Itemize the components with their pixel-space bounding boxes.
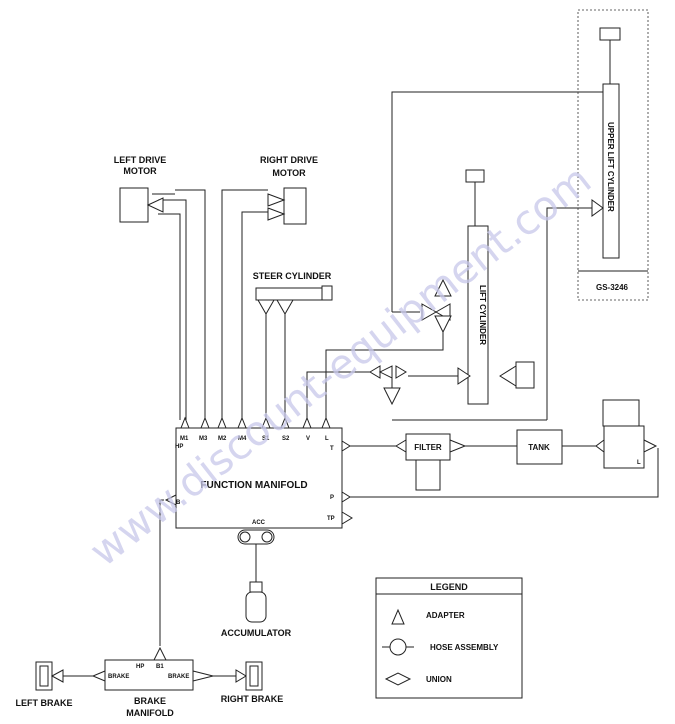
adapter-icon bbox=[421, 303, 438, 321]
svg-text:MOTOR: MOTOR bbox=[272, 168, 306, 178]
adapter-icon bbox=[276, 299, 294, 316]
port-tp: TP bbox=[327, 516, 335, 522]
adapter-icon bbox=[341, 440, 351, 452]
adapter-icon bbox=[341, 511, 353, 525]
right-brake: RIGHT BRAKE bbox=[221, 661, 284, 704]
adapter-icon bbox=[321, 416, 331, 429]
left-brake: LEFT BRAKE bbox=[16, 661, 73, 708]
adapter-icon bbox=[591, 199, 604, 217]
port-acc: ACC bbox=[252, 520, 266, 526]
adapter-icon bbox=[257, 299, 275, 316]
adapter-icon bbox=[643, 439, 658, 453]
adapter-icon bbox=[434, 278, 452, 297]
legend-item-adapter: ADAPTER bbox=[426, 611, 465, 620]
port-brake-right: BRAKE bbox=[168, 674, 189, 680]
port-s2: S2 bbox=[282, 436, 290, 442]
legend-item-union: UNION bbox=[426, 675, 452, 684]
port-hp-brake: HP bbox=[136, 664, 144, 670]
union-icon bbox=[378, 365, 393, 379]
accumulator-label: ACCUMULATOR bbox=[221, 628, 292, 638]
left-brake-label: LEFT BRAKE bbox=[16, 698, 73, 708]
adapter-icon bbox=[457, 367, 471, 385]
port-brake-left: BRAKE bbox=[108, 674, 129, 680]
left-drive-motor: LEFT DRIVE MOTOR bbox=[114, 155, 175, 223]
port-m4: M4 bbox=[238, 436, 247, 442]
brake-manifold-label: BRAKE bbox=[134, 696, 166, 706]
svg-text:MOTOR: MOTOR bbox=[123, 166, 157, 176]
upper-lift-cylinder: UPPER LIFT CYLINDER GS-3246 bbox=[577, 9, 649, 301]
legend-title: LEGEND bbox=[430, 582, 468, 592]
union-icon bbox=[499, 365, 517, 387]
adapter-icon bbox=[217, 416, 227, 429]
adapter-icon bbox=[237, 416, 247, 429]
adapter-icon bbox=[153, 646, 167, 661]
adapter-icon bbox=[395, 365, 407, 379]
function-manifold: FUNCTION MANIFOLD M1 HP M3 M2 M4 S1 S2 V… bbox=[164, 416, 353, 529]
adapter-icon bbox=[267, 207, 286, 221]
adapter-icon bbox=[302, 416, 312, 429]
filter-label: FILTER bbox=[414, 443, 442, 452]
adapter-icon bbox=[164, 494, 177, 506]
tank-label: TANK bbox=[528, 443, 550, 452]
adapter-icon bbox=[434, 315, 452, 334]
adapter-icon bbox=[595, 439, 605, 453]
port-s1: S1 bbox=[262, 436, 270, 442]
hose-lines bbox=[63, 91, 659, 677]
accumulator: ACCUMULATOR bbox=[221, 529, 292, 638]
port-p: P bbox=[330, 495, 334, 501]
adapter-icon bbox=[449, 439, 467, 453]
valve-group bbox=[369, 365, 407, 406]
right-brake-label: RIGHT BRAKE bbox=[221, 694, 284, 704]
right-drive-motor: RIGHT DRIVE MOTOR bbox=[260, 155, 318, 225]
hose-assembly-icon bbox=[389, 638, 407, 656]
adapter-icon bbox=[50, 669, 64, 683]
adapter-icon bbox=[383, 387, 401, 406]
port-m1: M1 bbox=[180, 436, 189, 442]
filter: FILTER bbox=[395, 433, 467, 491]
steer-cylinder-label: STEER CYLINDER bbox=[253, 271, 332, 281]
legend-item-hose: HOSE ASSEMBLY bbox=[430, 643, 499, 652]
motor-pump: MOTOR PUMP L bbox=[595, 399, 658, 469]
port-m2: M2 bbox=[218, 436, 227, 442]
port-v: V bbox=[306, 436, 310, 442]
adapter-icon bbox=[192, 670, 214, 682]
adapter-icon bbox=[395, 439, 407, 453]
port-b: B bbox=[176, 500, 181, 506]
port-m3: M3 bbox=[199, 436, 208, 442]
port-l: L bbox=[325, 436, 329, 442]
port-hp-top: HP bbox=[175, 444, 183, 450]
adapter-icon bbox=[341, 491, 351, 503]
right-drive-motor-label: RIGHT DRIVE bbox=[260, 155, 318, 165]
svg-text:MANIFOLD: MANIFOLD bbox=[126, 708, 174, 718]
function-manifold-label: FUNCTION MANIFOLD bbox=[200, 480, 307, 491]
adapter-icon bbox=[91, 670, 106, 682]
brake-manifold: HP B1 BRAKE BRAKE BRAKE MANIFOLD bbox=[91, 646, 214, 718]
adapter-icon bbox=[180, 416, 190, 429]
model-tag: GS-3246 bbox=[596, 283, 629, 292]
union-icon bbox=[384, 672, 412, 686]
steer-cylinder: STEER CYLINDER bbox=[253, 271, 333, 316]
adapter-icon bbox=[267, 193, 286, 207]
port-t: T bbox=[330, 446, 334, 452]
upper-lift-cylinder-label: UPPER LIFT CYLINDER bbox=[606, 122, 615, 212]
adapter-icon bbox=[261, 416, 271, 429]
adapter-icon bbox=[391, 608, 405, 625]
adapter-icon bbox=[146, 197, 164, 213]
legend: LEGEND ADAPTER HOSE ASSEMBLY UNION bbox=[375, 577, 523, 699]
adapter-icon bbox=[235, 669, 247, 683]
adapter-icon bbox=[280, 416, 290, 429]
lift-cylinder: LIFT CYLINDER bbox=[421, 169, 535, 405]
adapter-icon bbox=[200, 416, 210, 429]
lift-cylinder-label: LIFT CYLINDER bbox=[478, 285, 487, 345]
port-pump-l: L bbox=[637, 460, 641, 466]
tank: TANK bbox=[516, 429, 563, 465]
left-drive-motor-label: LEFT DRIVE bbox=[114, 155, 167, 165]
port-b1: B1 bbox=[156, 664, 164, 670]
